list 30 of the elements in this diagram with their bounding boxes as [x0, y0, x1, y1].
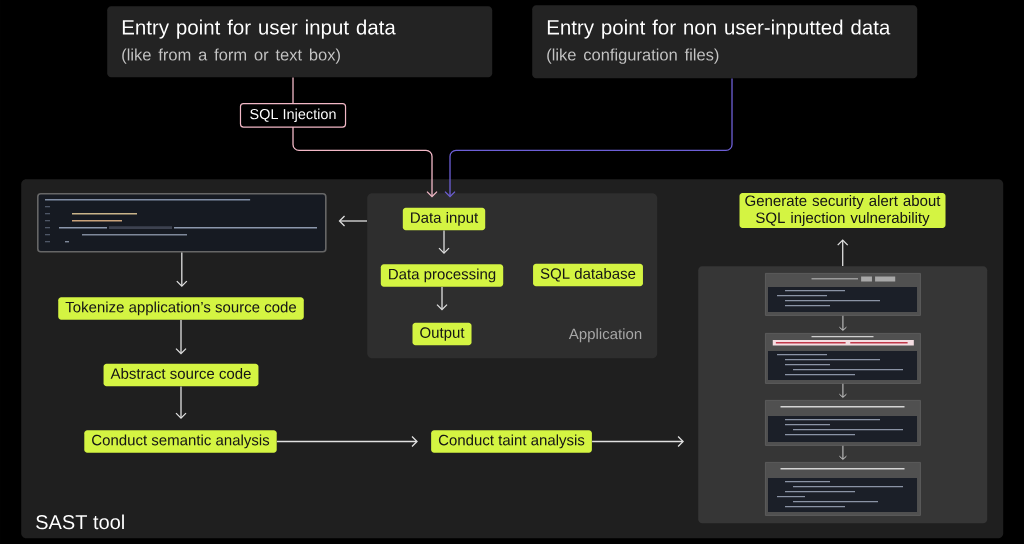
- step-box: Generate security alert about SQL injection vulnerability: [739, 193, 946, 228]
- step-box: Tokenize application’s source code: [58, 297, 304, 320]
- arrow: [175, 319, 187, 355]
- step-box: SQL database: [533, 263, 643, 287]
- code-screenshot: [765, 333, 921, 384]
- arrow: [444, 77, 733, 198]
- step-box: Abstract source code: [103, 363, 259, 387]
- step-box: Conduct taint analysis: [431, 430, 592, 453]
- code-screenshot: [765, 462, 921, 516]
- arrow: [292, 76, 438, 198]
- arrow: [838, 383, 847, 398]
- step-box: Conduct semantic analysis: [84, 430, 277, 453]
- arrow: [436, 286, 448, 311]
- arrow: [838, 315, 847, 331]
- entry-point-box: Entry point for non user-inputted data (like configuration files): [532, 5, 918, 79]
- step-box: Data processing: [380, 264, 504, 287]
- arrow: [338, 215, 368, 227]
- code-screenshot: [765, 400, 921, 446]
- step-box: Output: [412, 322, 472, 346]
- code-screenshot: [765, 273, 921, 316]
- arrow: [438, 229, 450, 255]
- code-screenshot: [37, 193, 327, 253]
- entry-point-box: Entry point for user input data (like from a form or text box): [107, 6, 493, 78]
- arrow: [176, 251, 188, 288]
- edge-label: SQL Injection: [239, 103, 347, 128]
- arrow: [591, 435, 684, 448]
- arrow: [838, 445, 847, 460]
- arrow: [276, 435, 418, 448]
- arrow: [175, 385, 187, 420]
- arrow: [837, 239, 849, 267]
